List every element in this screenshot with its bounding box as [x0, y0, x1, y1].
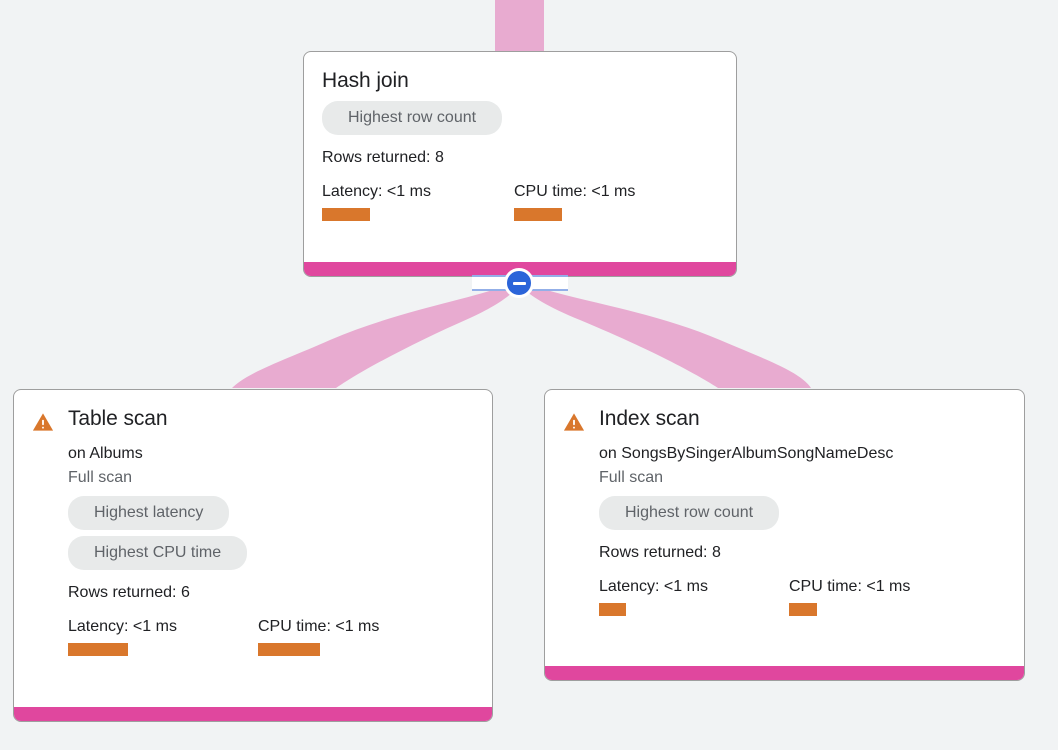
node-metrics: Latency: <1 ms CPU time: <1 ms: [68, 617, 474, 656]
node-subtitle: on SongsBySingerAlbumSongNameDesc: [599, 445, 894, 462]
chip-highest-row-count[interactable]: Highest row count: [322, 101, 503, 135]
metric-cpu-time: CPU time: <1 ms: [789, 577, 910, 616]
metric-cpu-time-bar: [258, 643, 320, 656]
metric-cpu-time-bar: [789, 603, 817, 616]
node-scan-type: Full scan: [599, 469, 664, 486]
metric-latency: Latency: <1 ms: [599, 577, 789, 616]
metric-latency: Latency: <1 ms: [68, 617, 258, 656]
node-card-table-scan[interactable]: Table scan on Albums Full scan Highest l…: [13, 389, 493, 722]
metric-cpu-time-bar: [514, 208, 562, 221]
node-title: Index scan: [599, 407, 700, 430]
metric-latency-label: Latency: <1 ms: [322, 183, 431, 200]
metric-cpu-time-label: CPU time: <1 ms: [789, 578, 911, 595]
node-card-hash-join[interactable]: Hash join Highest row count Rows returne…: [303, 51, 737, 277]
node-header: Index scan: [563, 406, 1006, 433]
rows-returned: Rows returned: 8: [599, 544, 721, 561]
metric-latency-label: Latency: <1 ms: [68, 618, 177, 635]
edge-hash-join-to-index-scan: [521, 283, 811, 388]
chip-highest-cpu-time[interactable]: Highest CPU time: [68, 536, 248, 570]
node-metrics: Latency: <1 ms CPU time: <1 ms: [599, 577, 1006, 616]
metric-latency-label: Latency: <1 ms: [599, 578, 708, 595]
node-status-bar: [545, 666, 1024, 680]
metric-latency-bar: [322, 208, 370, 221]
metric-latency: Latency: <1 ms: [322, 182, 514, 221]
collapse-children-toggle[interactable]: [504, 268, 534, 298]
metric-cpu-time-label: CPU time: <1 ms: [258, 618, 380, 635]
node-metrics: Latency: <1 ms CPU time: <1 ms: [322, 182, 718, 221]
node-header: Table scan: [32, 406, 474, 433]
node-status-bar: [14, 707, 492, 721]
node-subtitle: on Albums: [68, 445, 143, 462]
node-chips: Highest row count: [599, 496, 1006, 536]
minus-icon: [512, 281, 526, 285]
rows-returned: Rows returned: 8: [322, 149, 444, 166]
rows-returned: Rows returned: 6: [68, 584, 190, 601]
node-card-index-scan[interactable]: Index scan on SongsBySingerAlbumSongName…: [544, 389, 1025, 681]
node-scan-type: Full scan: [68, 469, 133, 486]
node-title: Table scan: [68, 407, 168, 430]
node-title: Hash join: [322, 69, 409, 92]
metric-cpu-time-label: CPU time: <1 ms: [514, 183, 636, 200]
edge-parent-to-hash-join: [495, 0, 544, 52]
node-chips: Highest row count: [322, 101, 718, 141]
metric-latency-bar: [599, 603, 626, 616]
edge-hash-join-to-table-scan: [232, 283, 519, 388]
node-header: Hash join: [322, 68, 718, 94]
node-chips: Highest latency Highest CPU time: [68, 496, 474, 576]
chip-highest-row-count[interactable]: Highest row count: [599, 496, 780, 530]
chip-highest-latency[interactable]: Highest latency: [68, 496, 230, 530]
metric-latency-bar: [68, 643, 128, 656]
warning-triangle-icon: [563, 413, 585, 431]
metric-cpu-time: CPU time: <1 ms: [514, 182, 635, 221]
metric-cpu-time: CPU time: <1 ms: [258, 617, 379, 656]
warning-triangle-icon: [32, 413, 54, 431]
